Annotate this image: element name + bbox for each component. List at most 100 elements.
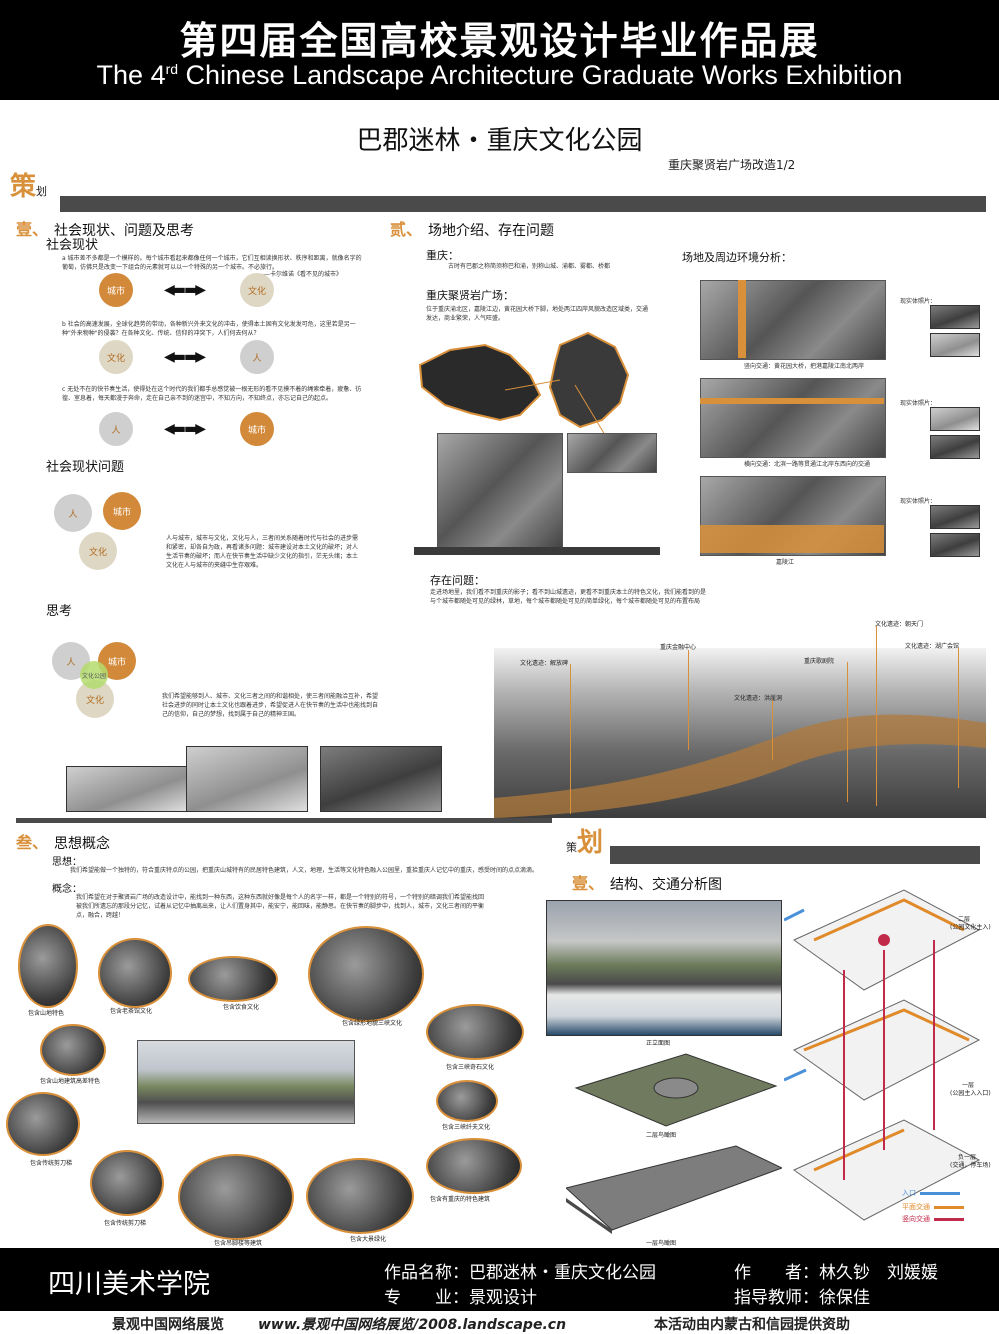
label-tracker: 包含三峡纤夫文化 bbox=[442, 1124, 491, 1131]
circle-city: 城市 bbox=[99, 273, 133, 307]
photo-park-1 bbox=[66, 766, 188, 812]
sec1-para-b: b 社会的高速发展，全球化趋势的带动，各种新兴外来文化的冲击，使得本土固有文化发… bbox=[62, 321, 356, 337]
real-photo-3a bbox=[930, 505, 980, 529]
photo-tracker bbox=[436, 1080, 498, 1122]
photo-park-2 bbox=[186, 746, 308, 812]
double-arrow-icon: ◀▬▬▶ bbox=[164, 349, 206, 365]
footer-url[interactable]: www.景观中国网络展览/2008.landscape.cn bbox=[258, 1317, 567, 1333]
real-photo-2a bbox=[930, 407, 980, 431]
pano-leader-1 bbox=[570, 664, 571, 814]
sec2-env-heading: 场地及周边环境分析： bbox=[682, 251, 792, 264]
sec2-problem-para: 走进场地里，我们看不到重庆的影子；看不到山城遗迹，更看不到重庆本土的特色文化，我… bbox=[430, 589, 707, 605]
arrow-right-icon bbox=[934, 1205, 964, 1209]
sec3-heading: 叁、思想概念 bbox=[16, 833, 111, 852]
section-mark-2: 策划 bbox=[566, 828, 604, 858]
sec2-cq-heading: 重庆： bbox=[426, 249, 459, 262]
circle-culture-2: 文化 bbox=[99, 340, 133, 374]
venn1-culture: 文化 bbox=[79, 532, 117, 570]
traffic-vertical bbox=[738, 280, 746, 358]
sec3-idea-para: 我们希望能做一个独特的，符合重庆特点的公园，把重庆山城特有的民居特色建筑，人文，… bbox=[70, 867, 539, 874]
venn2-center: 文化公园 bbox=[80, 661, 108, 689]
label-food: 包含饮食文化 bbox=[223, 1004, 260, 1011]
circle-culture: 文化 bbox=[240, 273, 274, 307]
pano-label-2: 文化遗迹：洪崖洞 bbox=[734, 695, 783, 702]
map-base-bar bbox=[414, 547, 660, 555]
real-photo-1a bbox=[930, 305, 980, 329]
label-three-gorges: 包含绿形地貌三峡文化 bbox=[342, 1020, 403, 1027]
sec2-plaza-para: 位于重庆渝北区，嘉陵江边，黄花园大桥下脚，地处两江四岸风貌改造区域类，交通发达，… bbox=[426, 306, 649, 322]
sec4-heading: 壹、结构、交通分析图 bbox=[572, 874, 723, 893]
section-mark: 策划 bbox=[10, 172, 48, 202]
sec2-plaza-heading: 重庆聚贤岩广场： bbox=[426, 289, 514, 302]
env-caption-1: 竖向交通：黄花园大桥，把港嘉陵江南北两岸 bbox=[744, 363, 865, 370]
label-cq-buildings: 包含有重庆的特色建筑 bbox=[430, 1196, 491, 1203]
pano-leader-4 bbox=[847, 662, 848, 802]
sec2-cq-para: 古时有巴郡之称简须称巴和渝，别称山城、渝都、雾都、桥都 bbox=[448, 263, 611, 270]
photo-three-gorges bbox=[308, 926, 424, 1022]
footer-sponsor: 本活动由内蒙古和信园提供资助 bbox=[654, 1317, 850, 1333]
exhibition-title-cn: 第四届全国高校景观设计毕业作品展 bbox=[179, 19, 820, 63]
exploded-axonometric bbox=[784, 889, 981, 1221]
floorb-sub: (交通，停车场) bbox=[950, 1162, 991, 1169]
elevation-render bbox=[546, 900, 782, 1036]
sec3-concept-para: 我们希望在对于聚贤岩广场的改造设计中，能找到一种东西，这种东西就好像是每个人的名… bbox=[76, 894, 485, 919]
sec2-problem-heading: 存在问题： bbox=[430, 574, 485, 587]
pano-leader-5 bbox=[876, 626, 877, 806]
photo-scissor-stair-2 bbox=[90, 1150, 164, 1216]
aerial-1f-label: 一层鸟瞰图 bbox=[646, 1240, 677, 1247]
legend-entrance: 入口 bbox=[902, 1188, 960, 1198]
double-arrow-icon: ◀▬▬▶ bbox=[164, 421, 206, 437]
aerial-2f-label: 二层鸟瞰图 bbox=[646, 1132, 677, 1139]
floorb-label: 负一层 bbox=[958, 1154, 977, 1161]
photo-scissor-stair bbox=[6, 1092, 80, 1156]
legend-vertical: 竖向交通 bbox=[902, 1214, 964, 1224]
concept-render bbox=[137, 1040, 355, 1124]
circle-city-2: 城市 bbox=[240, 412, 274, 446]
sec1-sub-think: 思考 bbox=[46, 604, 73, 619]
photo-stilt-house bbox=[178, 1154, 294, 1240]
photo-rocks bbox=[426, 1004, 524, 1060]
major: 专 业：景观设计 bbox=[384, 1288, 537, 1308]
floor1-label: 一层 bbox=[962, 1082, 975, 1089]
authors: 作 者：林久钞 刘媛媛 bbox=[734, 1263, 938, 1283]
site-aerial-photo bbox=[437, 433, 563, 548]
photo-hill-house bbox=[40, 1024, 106, 1076]
elevation-label: 正立面图 bbox=[646, 1040, 671, 1047]
work-name: 作品名称：巴郡迷林・重庆文化公园 bbox=[384, 1263, 656, 1283]
sec1-para-c: c 无处不在的快节奏生活，使得处在这个时代的我们都手总感觉被一根无形的看不见摸不… bbox=[62, 386, 362, 402]
site-inset-photo bbox=[567, 433, 657, 473]
china-chongqing-map bbox=[418, 331, 630, 436]
project-title: 巴郡迷林・重庆文化公园 bbox=[356, 126, 643, 156]
label-stilt-house: 包含吊脚楼等建筑 bbox=[214, 1240, 263, 1247]
pano-label-1: 文化遗迹：解放碑 bbox=[520, 660, 569, 667]
aerial-2f-render bbox=[574, 1053, 778, 1127]
real-photo-2b bbox=[930, 435, 980, 459]
pano-label-3: 重庆金融中心 bbox=[660, 644, 697, 651]
exhibition-title-en: The 4rd Chinese Landscape Architecture G… bbox=[96, 60, 903, 90]
photo-mountain-street bbox=[18, 924, 78, 1008]
real-photo-label-2: 现实体照片： bbox=[900, 400, 937, 407]
project-subtitle: 重庆聚贤岩广场改造1/2 bbox=[668, 158, 796, 172]
school-name: 四川美术学院 bbox=[48, 1269, 210, 1300]
pano-leader-6 bbox=[958, 648, 959, 788]
env-map-1 bbox=[700, 280, 886, 360]
venn1-person: 人 bbox=[54, 494, 92, 532]
env-caption-3: 嘉陵江 bbox=[776, 559, 795, 566]
circle-person: 人 bbox=[240, 340, 274, 374]
floor2-label: 二层 bbox=[958, 916, 971, 923]
label-teahouse: 包含老茶馆文化 bbox=[110, 1008, 153, 1015]
section-bar bbox=[60, 196, 986, 212]
sec1-sub-status: 社会现状 bbox=[46, 238, 99, 253]
legend-plane: 平面交通 bbox=[902, 1202, 964, 1212]
floor2-sub: (公园文化主入) bbox=[950, 924, 991, 931]
river-jialing bbox=[700, 525, 884, 553]
photo-cq-buildings bbox=[426, 1138, 522, 1194]
pano-leader-3 bbox=[772, 700, 773, 760]
label-rocks: 包含三峡奇石文化 bbox=[446, 1064, 495, 1071]
sec3-idea-heading: 思想： bbox=[52, 857, 82, 868]
sec1-para-a: a 城市差不多都是一个模样的。每个城市看起来都像任何一个城市，它们互相读换形状、… bbox=[62, 255, 362, 271]
section-bar-2 bbox=[610, 846, 980, 864]
footer-bar bbox=[0, 1248, 999, 1311]
venn1-city: 城市 bbox=[103, 492, 141, 530]
sec1-para-problem: 人与城市，城市与文化，文化与人，三者间关系随着时代与社会的进步需和紧密，却各自为… bbox=[166, 535, 359, 569]
